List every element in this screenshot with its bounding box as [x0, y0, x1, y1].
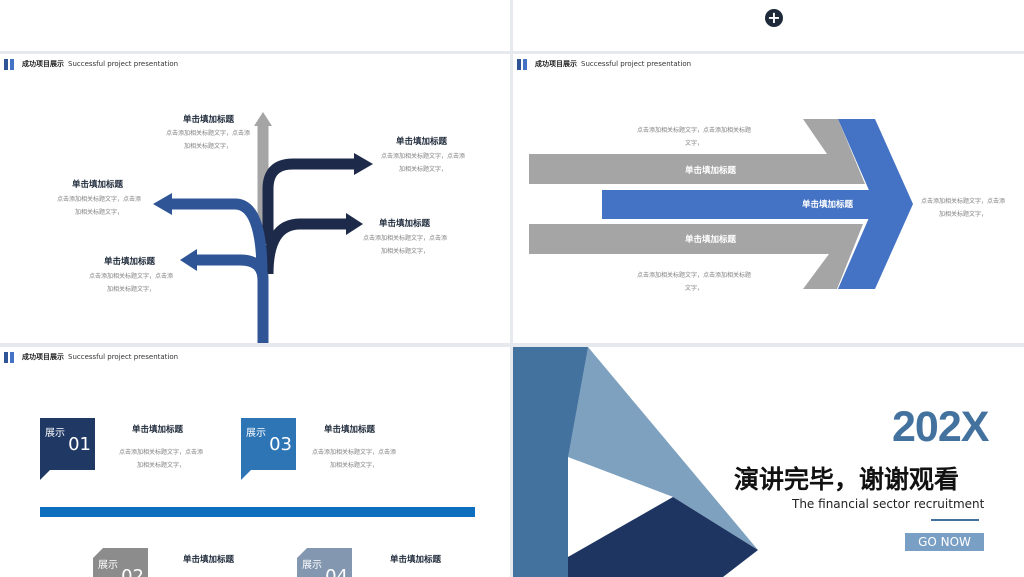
triangle-navy: [568, 497, 758, 577]
timeline-title-01: 单击填加标题: [132, 425, 184, 435]
slide-timeline: 成功项目展示 Successful project presentation 展…: [0, 347, 510, 577]
bigarrow-label-bottom: 单击填加标题: [685, 235, 737, 245]
slide-top-left: [0, 0, 510, 51]
bigarrow-label-mid: 单击填加标题: [802, 200, 854, 210]
ending-year: 202X: [892, 403, 989, 451]
arrow-desc-right-bottom: 点击添加相关标题文字，点击添加相关标题文字，: [362, 235, 447, 255]
tag-number: 04: [325, 566, 348, 577]
blue-chevron: [838, 119, 913, 289]
arrow-title-left-top: 单击填加标题: [72, 180, 124, 190]
tag-word: 展示: [45, 428, 65, 439]
slide-curved-arrows: 成功项目展示 Successful project presentation 单…: [0, 54, 510, 343]
timeline-desc-03: 点击添加相关标题文字，点击添加相关标题文字，: [311, 449, 396, 469]
triangle-white: [568, 457, 673, 557]
timeline-tag-04: 展示 04: [297, 548, 352, 577]
arrow-right-top: [262, 158, 356, 244]
slide-big-arrow: 成功项目展示 Successful project presentation 点…: [513, 54, 1024, 343]
bigarrow-desc-right: 点击添加相关标题文字，点击添加相关标题文字，: [920, 198, 1005, 218]
arrow-left-bottom: [195, 254, 269, 343]
tag-number: 03: [269, 434, 292, 455]
ending-divider: [931, 519, 979, 521]
ending-subtitle: The financial sector recruitment: [792, 497, 985, 511]
tag-word: 展示: [246, 428, 266, 439]
timeline-title-04: 单击填加标题: [390, 555, 442, 565]
header-bar-icon: [4, 351, 8, 363]
timeline-tag-03: 展示 03: [241, 418, 296, 480]
header-bar-icon: [10, 351, 14, 363]
tag-word: 展示: [98, 560, 118, 571]
bigarrow-desc-top: 点击添加相关标题文字，点击添加相关标题文字，: [636, 127, 751, 147]
timeline-title-02: 单击填加标题: [183, 555, 235, 565]
arrow-up-head: [254, 112, 272, 126]
tag-shape: [40, 418, 95, 480]
curved-arrows-graphic: [153, 112, 373, 343]
arrow-desc-right-top: 点击添加相关标题文字，点击添加相关标题文字，: [380, 153, 465, 173]
bigarrow-label-top: 单击填加标题: [685, 166, 737, 176]
arrow-left-top-head: [153, 193, 172, 215]
header-title: 成功项目展示: [535, 60, 577, 68]
blue-bar-mid: [602, 190, 878, 219]
slide-header: 成功项目展示 Successful project presentation: [4, 351, 178, 363]
tag-word: 展示: [302, 560, 322, 571]
grey-chevron-bottom: [529, 224, 863, 289]
slide-header: 成功项目展示 Successful project presentation: [517, 58, 691, 70]
triangle-light: [568, 347, 758, 550]
timeline-tag-01: 展示 01: [40, 418, 95, 480]
header-bar-icon: [523, 58, 527, 70]
tag-number: 02: [121, 566, 144, 577]
arrow-left-top: [170, 198, 268, 275]
arrow-desc-left-top: 点击添加相关标题文字，点击添加相关标题文字，: [56, 196, 141, 216]
arrow-right-top-head: [354, 153, 373, 175]
header-bar-icon: [10, 58, 14, 70]
tag-shape: [241, 418, 296, 480]
header-title: 成功项目展示: [22, 60, 64, 68]
slide-top-right: +: [513, 0, 1024, 51]
arrow-desc-left-bottom: 点击添加相关标题文字，点击添加相关标题文字，: [88, 273, 173, 293]
timeline-desc-01: 点击添加相关标题文字，点击添加相关标题文字，: [118, 449, 203, 469]
timeline-bar: [40, 507, 475, 517]
big-arrow-graphic: [529, 119, 913, 289]
timeline-title-03: 单击填加标题: [324, 425, 376, 435]
arrow-title-left-bottom: 单击填加标题: [104, 257, 156, 267]
arrow-title-up: 单击填加标题: [183, 115, 235, 125]
arrow-title-right-top: 单击填加标题: [396, 137, 448, 147]
tag-shape: [297, 548, 352, 577]
header-subtitle: Successful project presentation: [68, 353, 179, 361]
grey-chevron-top: [529, 119, 865, 184]
slide-header: 成功项目展示 Successful project presentation: [4, 58, 178, 70]
arrow-desc-up: 点击添加相关标题文字，点击添加相关标题文字，: [165, 130, 250, 150]
go-now-button[interactable]: GO NOW: [905, 533, 984, 551]
arrow-left-bottom-head: [180, 249, 197, 271]
slide-ending: 202X 演讲完毕，谢谢观看 The financial sector recr…: [513, 347, 1024, 577]
header-subtitle: Successful project presentation: [581, 60, 692, 68]
timeline-tag-02: 展示 02: [93, 548, 148, 577]
tag-number: 01: [68, 434, 91, 455]
arrow-title-right-bottom: 单击填加标题: [379, 219, 431, 229]
header-title: 成功项目展示: [22, 353, 64, 361]
header-subtitle: Successful project presentation: [68, 60, 179, 68]
header-bar-icon: [4, 58, 8, 70]
header-bar-icon: [517, 58, 521, 70]
ending-triangles-graphic: [513, 347, 758, 577]
arrow-right-bottom-head: [346, 213, 363, 235]
bigarrow-desc-bottom: 点击添加相关标题文字，点击添加相关标题文字，: [636, 272, 751, 292]
tag-shape: [93, 548, 148, 577]
arrow-right-bottom: [262, 218, 348, 275]
ending-headline: 演讲完毕，谢谢观看: [734, 465, 960, 494]
plus-circle-icon[interactable]: +: [765, 9, 783, 27]
